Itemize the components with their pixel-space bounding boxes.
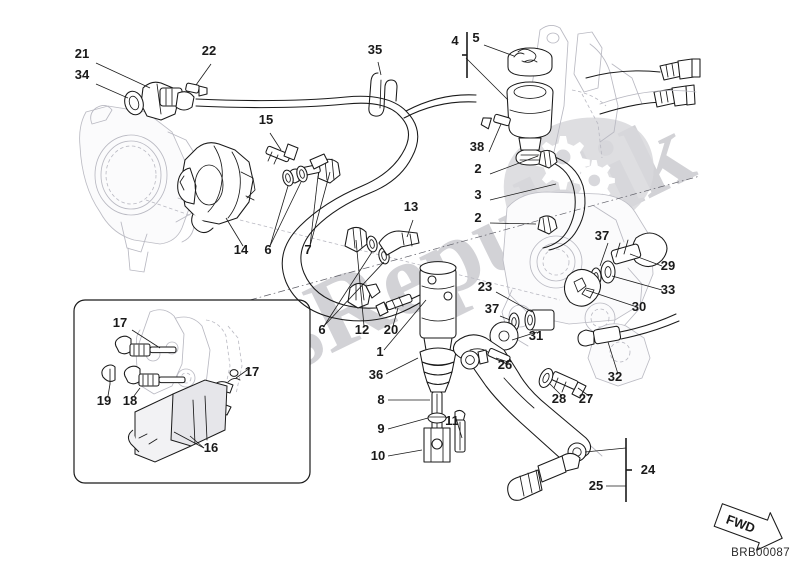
- callout-6-caliper: 6: [264, 242, 271, 257]
- callout-12: 12: [355, 322, 369, 337]
- callout-32: 32: [608, 369, 622, 384]
- callout-18: 18: [123, 393, 137, 408]
- swingarm-tube-ghost: [599, 90, 697, 105]
- fwd-marker: FWD: [713, 503, 783, 551]
- pad-pin-17-upper: [114, 335, 177, 357]
- inset-caliper-ghost: [135, 309, 243, 409]
- callout-25: 25: [589, 478, 603, 493]
- callout-35: 35: [368, 42, 382, 57]
- callout-17-upper: 17: [113, 315, 127, 330]
- callout-2-upper: 2: [474, 161, 481, 176]
- screw-38: [480, 113, 511, 130]
- callout-10: 10: [371, 448, 385, 463]
- callout-30: 30: [632, 299, 646, 314]
- clevis-pin-11: [454, 409, 466, 453]
- callout-22: 22: [202, 43, 216, 58]
- reservoir-hose-3: [542, 155, 586, 251]
- callout-37-center: 37: [485, 301, 499, 316]
- hose-clamp-2-lower: [537, 215, 558, 235]
- clevis-10: [423, 427, 451, 463]
- rubber-boot-36: [419, 347, 457, 393]
- callout-9: 9: [377, 421, 384, 436]
- callout-21: 21: [75, 46, 89, 61]
- callout-17-clip: 17: [245, 364, 259, 379]
- callout-38: 38: [470, 139, 484, 154]
- callout-29: 29: [661, 258, 675, 273]
- callout-4: 4: [451, 33, 459, 48]
- callout-13: 13: [404, 199, 418, 214]
- callout-11: 11: [445, 413, 459, 428]
- spring-clip-30: [563, 268, 602, 307]
- bleed-screw-22: [185, 82, 208, 97]
- rear-brake-hose-13: [195, 95, 457, 322]
- banjo-bolt-12: [344, 226, 368, 253]
- hose-end-fitting-master: [378, 230, 420, 256]
- callout-31: 31: [529, 328, 543, 343]
- callout-33: 33: [661, 282, 675, 297]
- hose-clip-35: [368, 72, 398, 117]
- pad-pin-18: [123, 365, 186, 387]
- brake-hose-branch-upper: [403, 94, 477, 119]
- brake-pedal-24: [452, 334, 592, 464]
- callout-26: 26: [498, 357, 512, 372]
- hose-end-fitting-caliper: [309, 153, 329, 170]
- bolt-20: [375, 293, 413, 317]
- reservoir-cap-5: [507, 47, 553, 77]
- callout-20: 20: [384, 322, 398, 337]
- group-bracket-24: [584, 438, 632, 502]
- pedal-stop-bolt-32: [577, 313, 680, 347]
- callout-27: 27: [579, 391, 593, 406]
- callout-2-lower: 2: [474, 210, 481, 225]
- callout-23: 23: [478, 279, 492, 294]
- callout-3: 3: [474, 187, 481, 202]
- callout-14: 14: [234, 242, 249, 257]
- master-cylinder-1: [419, 261, 457, 351]
- callout-7: 7: [304, 242, 311, 257]
- callout-34: 34: [75, 67, 90, 82]
- washers-6-caliper: [282, 165, 308, 187]
- hose-union-21: [140, 81, 195, 121]
- callout-1: 1: [376, 344, 383, 359]
- callout-36: 36: [369, 367, 383, 382]
- pedal-tip-25: [507, 452, 581, 501]
- callout-16: 16: [204, 440, 218, 455]
- callout-19: 19: [97, 393, 111, 408]
- bushing-23: [524, 309, 555, 331]
- nut-9: [427, 412, 447, 424]
- reservoir-body-4: [506, 81, 554, 166]
- pedal-bolt-26: [477, 347, 511, 365]
- washer-19: [101, 364, 116, 385]
- callout-labels: 21 34 22 35 4 5 15 38 2 3 2 13 14 6 7 37…: [75, 30, 675, 493]
- leader-lines: [95, 44, 663, 457]
- callout-6-master: 6: [318, 322, 325, 337]
- seal-washer-34: [124, 90, 144, 116]
- callout-37-right: 37: [595, 228, 609, 243]
- callout-15: 15: [259, 112, 273, 127]
- hose-fitting-upper-right: [585, 58, 701, 81]
- switch-bracket-19: [347, 282, 381, 309]
- hose-clamp-2-upper: [538, 149, 558, 169]
- inset-detail-box: [73, 299, 311, 484]
- brake-pads-16: [127, 379, 228, 463]
- pedal-bolt-27: [551, 371, 587, 399]
- callout-28: 28: [552, 391, 566, 406]
- gear-icon: [536, 136, 590, 190]
- washer-28: [538, 368, 554, 388]
- caliper-bolt-15: [265, 143, 299, 165]
- callout-8: 8: [377, 392, 384, 407]
- group-bracket-4: [462, 32, 468, 78]
- callout-24: 24: [641, 462, 656, 477]
- part-number: BRB00087: [731, 547, 790, 559]
- rear-brake-caliper-14: [177, 142, 256, 234]
- callout-5: 5: [472, 30, 479, 45]
- washer-33: [600, 260, 616, 284]
